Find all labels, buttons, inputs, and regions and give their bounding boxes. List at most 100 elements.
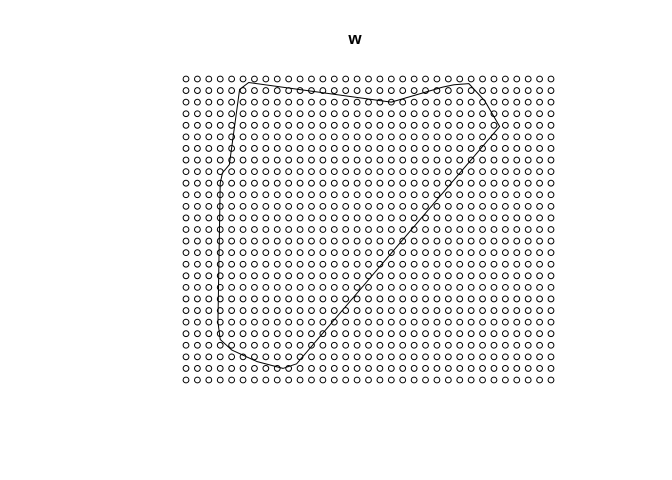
grid-point	[228, 214, 236, 222]
grid-point	[216, 110, 224, 118]
grid-point	[353, 156, 361, 164]
grid-point	[456, 353, 464, 361]
grid-point	[342, 202, 350, 210]
grid-point	[467, 87, 475, 94]
grid-point	[228, 121, 236, 129]
grid-point	[467, 249, 475, 257]
grid-point	[456, 283, 464, 291]
grid-point	[479, 168, 486, 176]
grid-point	[353, 202, 361, 210]
grid-point	[239, 133, 247, 141]
grid-point	[444, 168, 452, 176]
grid-point	[182, 202, 190, 210]
grid-point	[467, 214, 475, 222]
grid-point	[536, 237, 543, 245]
grid-point	[285, 226, 293, 233]
grid-point	[216, 365, 224, 372]
grid-point	[433, 145, 441, 152]
grid-point	[194, 249, 201, 257]
grid-point	[456, 318, 464, 326]
grid-point	[513, 226, 521, 233]
grid-point	[182, 341, 190, 349]
grid-point	[365, 295, 372, 303]
grid-point	[308, 353, 315, 361]
grid-point	[205, 283, 213, 291]
grid-point	[205, 318, 213, 326]
grid-point	[410, 179, 418, 187]
grid-point	[456, 75, 464, 83]
grid-point	[399, 283, 407, 291]
grid-point	[422, 87, 429, 94]
grid-point	[239, 191, 247, 199]
grid-point	[251, 237, 258, 245]
grid-point	[285, 133, 293, 141]
grid-point	[444, 295, 452, 303]
grid-point	[433, 341, 441, 349]
grid-point	[479, 110, 486, 118]
grid-point	[342, 295, 350, 303]
grid-point	[330, 98, 338, 106]
grid-point	[490, 330, 498, 338]
grid-point	[194, 365, 201, 372]
grid-point	[228, 202, 236, 210]
grid-point	[365, 226, 372, 233]
grid-point	[285, 110, 293, 118]
grid-point	[479, 307, 486, 314]
window-outline	[217, 81, 501, 369]
grid-point	[330, 295, 338, 303]
grid-point	[536, 202, 543, 210]
grid-point	[467, 353, 475, 361]
grid-point	[205, 376, 213, 384]
grid-point	[285, 249, 293, 257]
grid-point	[205, 121, 213, 129]
grid-point	[422, 179, 429, 187]
grid-point	[251, 318, 258, 326]
grid-point	[342, 191, 350, 199]
grid-point	[342, 365, 350, 372]
grid-point	[456, 179, 464, 187]
grid-point	[273, 365, 281, 372]
grid-point	[444, 110, 452, 118]
grid-point	[513, 353, 521, 361]
grid-point	[479, 376, 486, 384]
grid-point	[513, 376, 521, 384]
grid-point	[308, 330, 315, 338]
grid-point	[524, 133, 532, 141]
grid-point	[479, 330, 486, 338]
grid-point	[353, 365, 361, 372]
grid-point	[319, 376, 327, 384]
grid-point	[387, 214, 395, 222]
grid-point	[342, 179, 350, 187]
chart-title: w	[348, 29, 362, 48]
grid-point	[182, 133, 190, 141]
grid-point	[342, 272, 350, 280]
grid-point	[410, 75, 418, 83]
grid-point	[319, 249, 327, 257]
grid-point	[547, 353, 555, 361]
grid-point	[239, 145, 247, 152]
grid-point	[296, 133, 304, 141]
grid-point	[228, 330, 236, 338]
grid-point	[216, 133, 224, 141]
grid-point	[330, 249, 338, 257]
grid-point	[456, 156, 464, 164]
grid-point	[262, 283, 270, 291]
grid-point	[433, 272, 441, 280]
grid-point	[194, 353, 201, 361]
grid-point	[479, 179, 486, 187]
grid-point	[513, 365, 521, 372]
grid-point	[273, 237, 281, 245]
grid-point	[479, 260, 486, 268]
grid-point	[490, 295, 498, 303]
grid-point	[444, 365, 452, 372]
grid-point	[433, 237, 441, 245]
grid-point	[501, 249, 509, 257]
grid-point	[376, 318, 384, 326]
grid-point	[308, 98, 315, 106]
grid-point	[251, 330, 258, 338]
grid-point	[205, 75, 213, 83]
grid-point	[285, 272, 293, 280]
grid-point	[479, 295, 486, 303]
grid-point	[410, 168, 418, 176]
grid-point	[262, 133, 270, 141]
